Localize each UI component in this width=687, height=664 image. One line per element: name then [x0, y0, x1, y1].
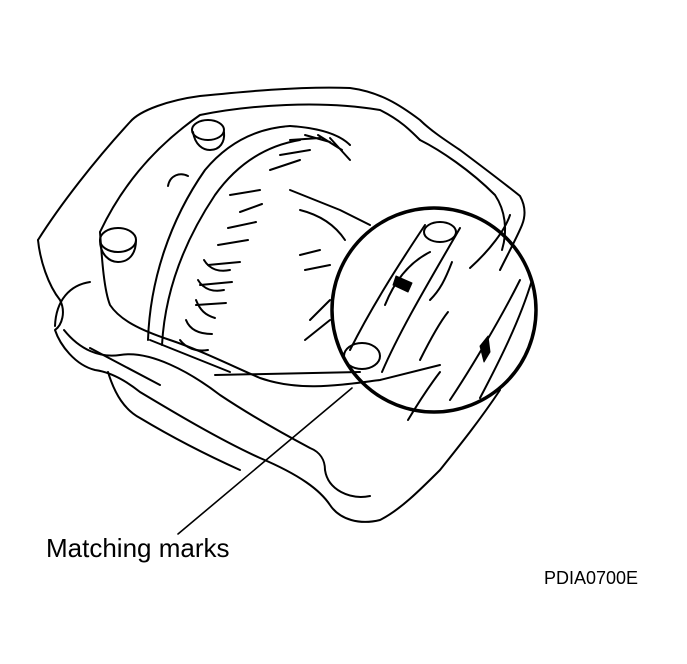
bearing-cap-bolts — [99, 119, 457, 370]
housing-outline — [37, 86, 526, 523]
detail-magnifier-circle — [330, 206, 538, 414]
figure-id: PDIA0700E — [544, 568, 639, 588]
matching-mark-cap — [392, 275, 413, 293]
mating-surface — [99, 103, 507, 388]
detail-view — [349, 214, 533, 421]
matching-mark-housing — [479, 335, 491, 363]
ring-gear — [147, 125, 371, 352]
callout-label-matching-marks: Matching marks — [46, 533, 230, 563]
callout-leader-line — [177, 387, 353, 535]
